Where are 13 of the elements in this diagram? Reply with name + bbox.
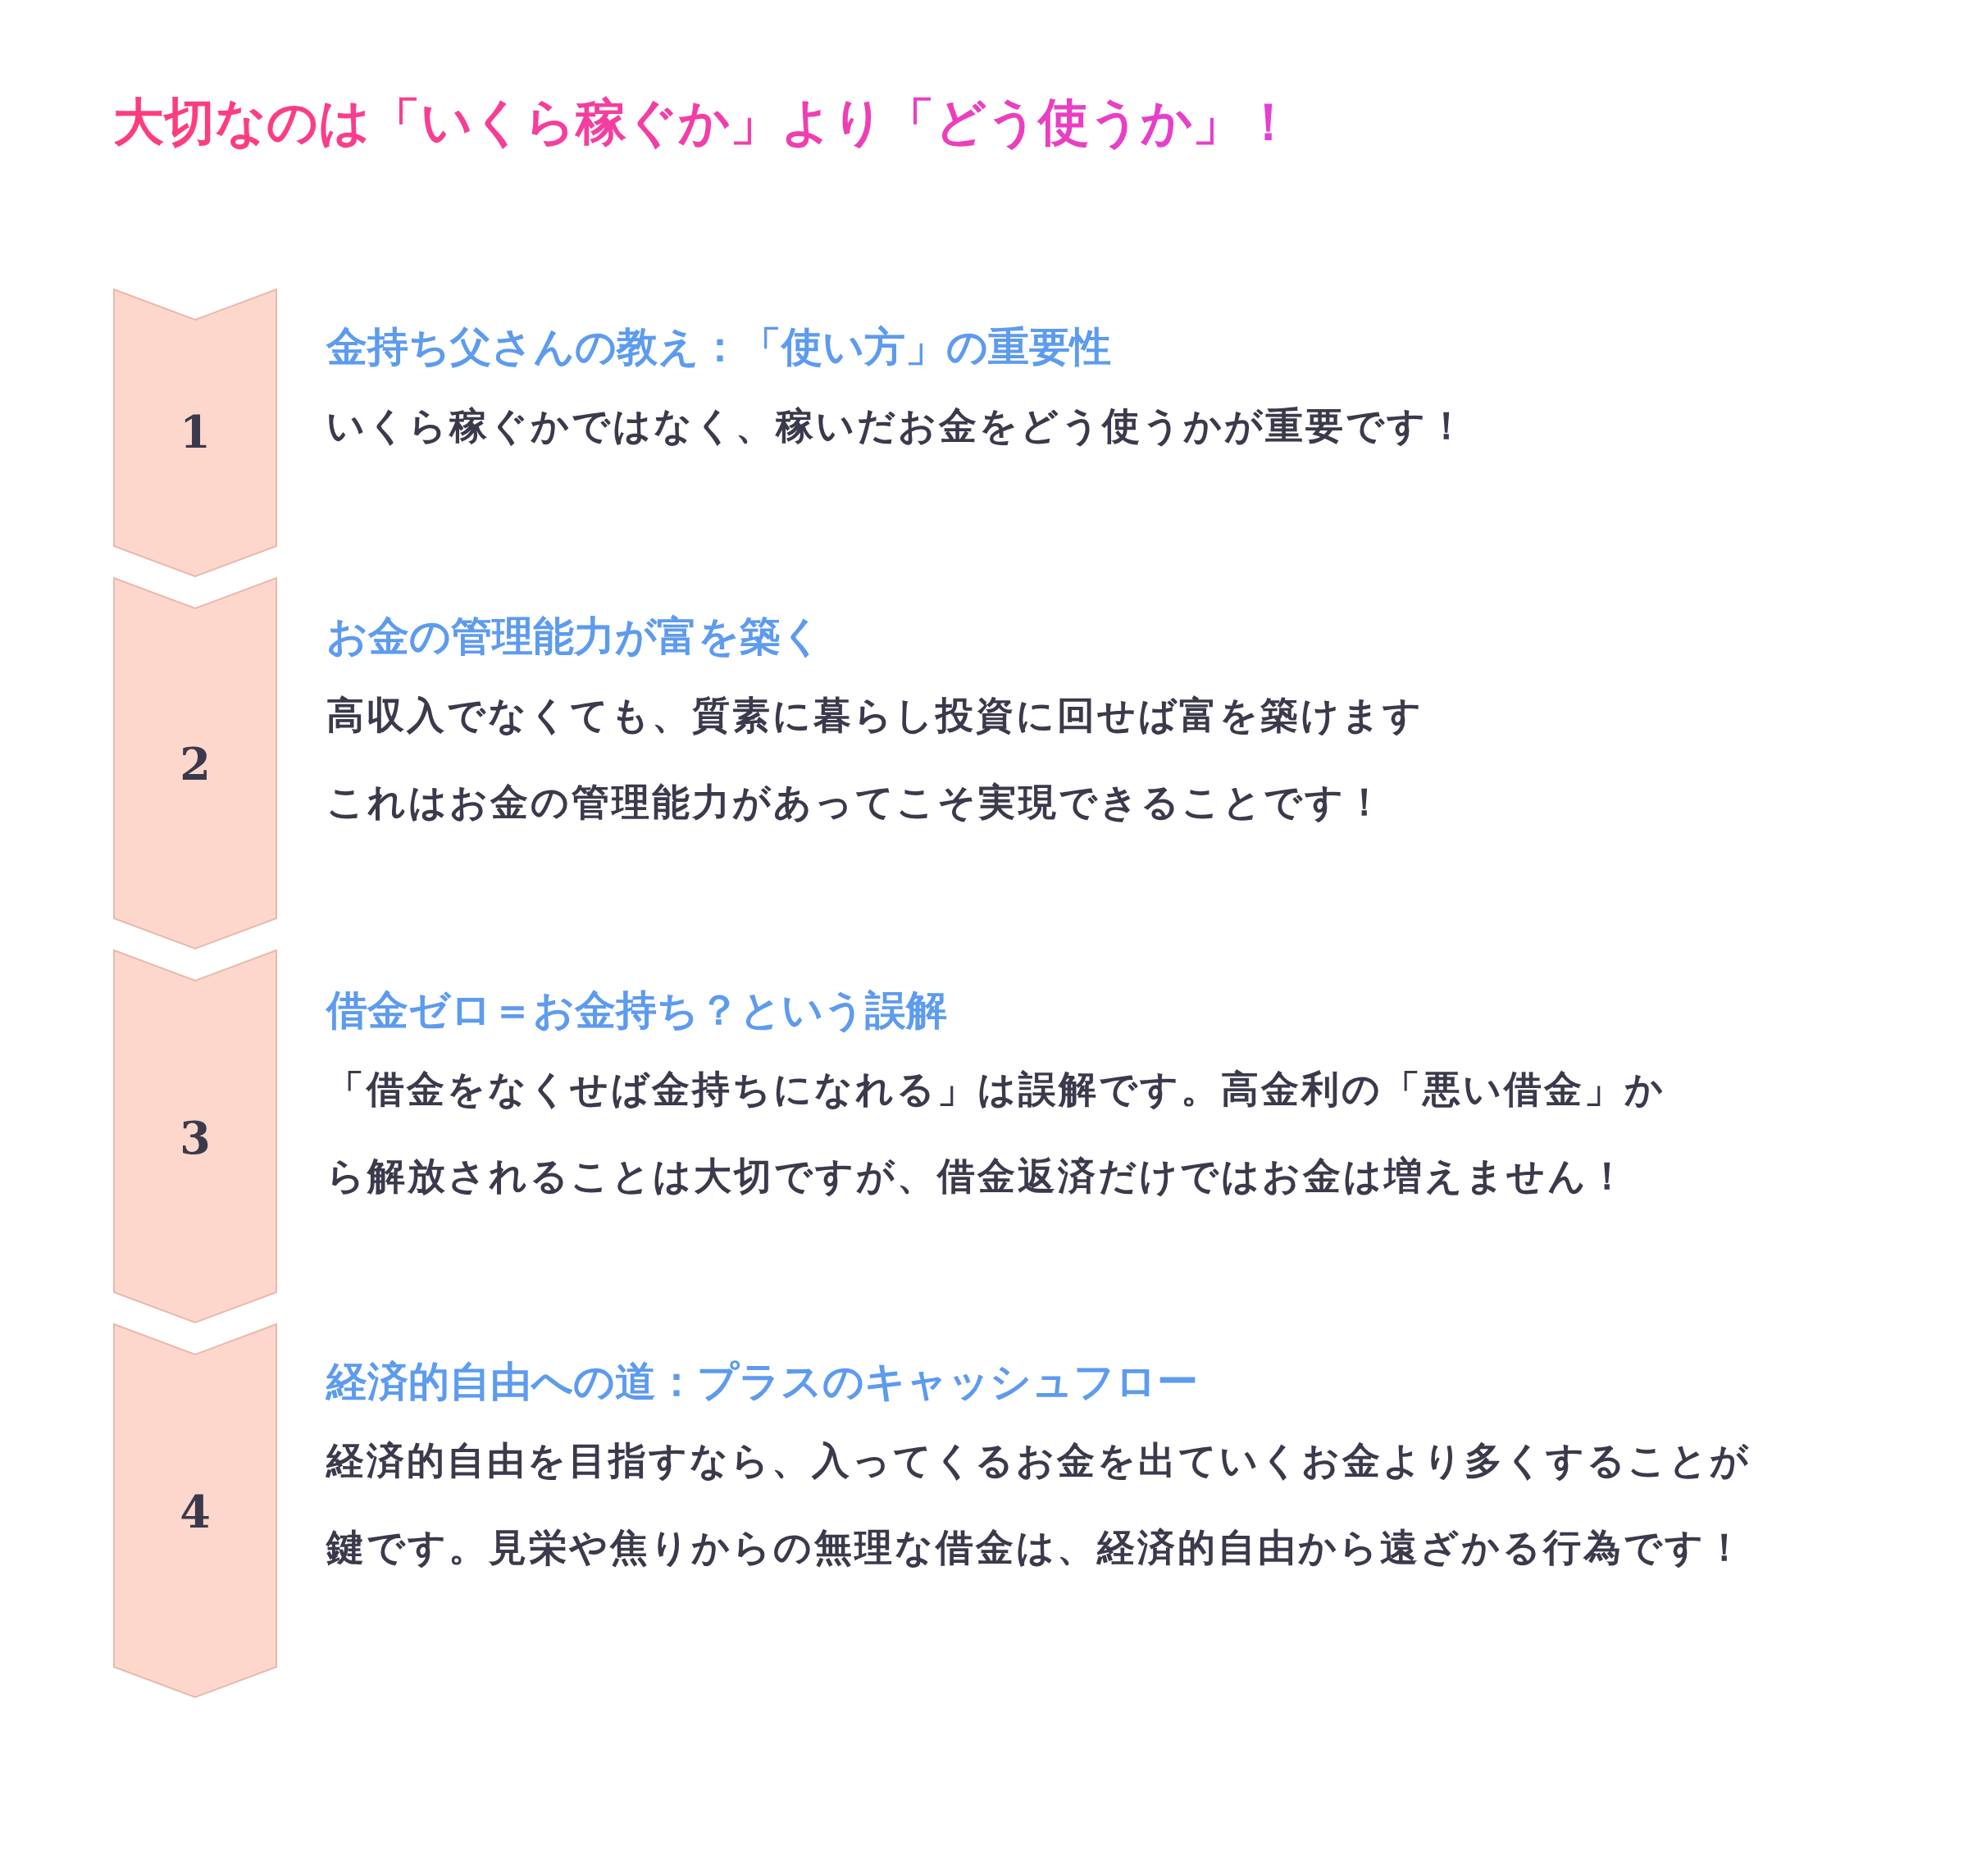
step-description: 経済的自由を目指すなら、入ってくるお金を出ていくお金より多くすることが鍵です。見栄や焦りからの無理な借金は、経済的自由から遠ざかる行為です！ [326, 1437, 1752, 1571]
step-description: これはお金の管理能力があってこそ実現できることです！ [326, 779, 1387, 826]
step-description: 「借金をなくせば金持ちになれる」は誤解です。高金利の「悪い借金」から解放されることは大切ですが、借金返済だけではお金は増えません！ [326, 1066, 1666, 1200]
step-heading: お金の管理能力が富を築く [326, 612, 823, 662]
step-description: 高収入でなくても、質素に暮らし投資に回せば富を築けます [326, 692, 1424, 739]
step-number: 4 [180, 1486, 211, 1538]
step-description: いくら稼ぐかではなく、稼いだお金をどう使うかが重要です！ [326, 403, 1469, 449]
step-heading: 金持ち父さんの教え：「使い方」の重要性 [326, 322, 1112, 372]
step-number: 1 [180, 406, 211, 458]
step-heading: 経済的自由への道：プラスのキャッシュフロー [326, 1357, 1199, 1407]
step-number: 3 [180, 1112, 211, 1164]
step-heading: 借金ゼロ＝お金持ち？という誤解 [326, 986, 948, 1036]
step-number: 2 [180, 738, 211, 790]
